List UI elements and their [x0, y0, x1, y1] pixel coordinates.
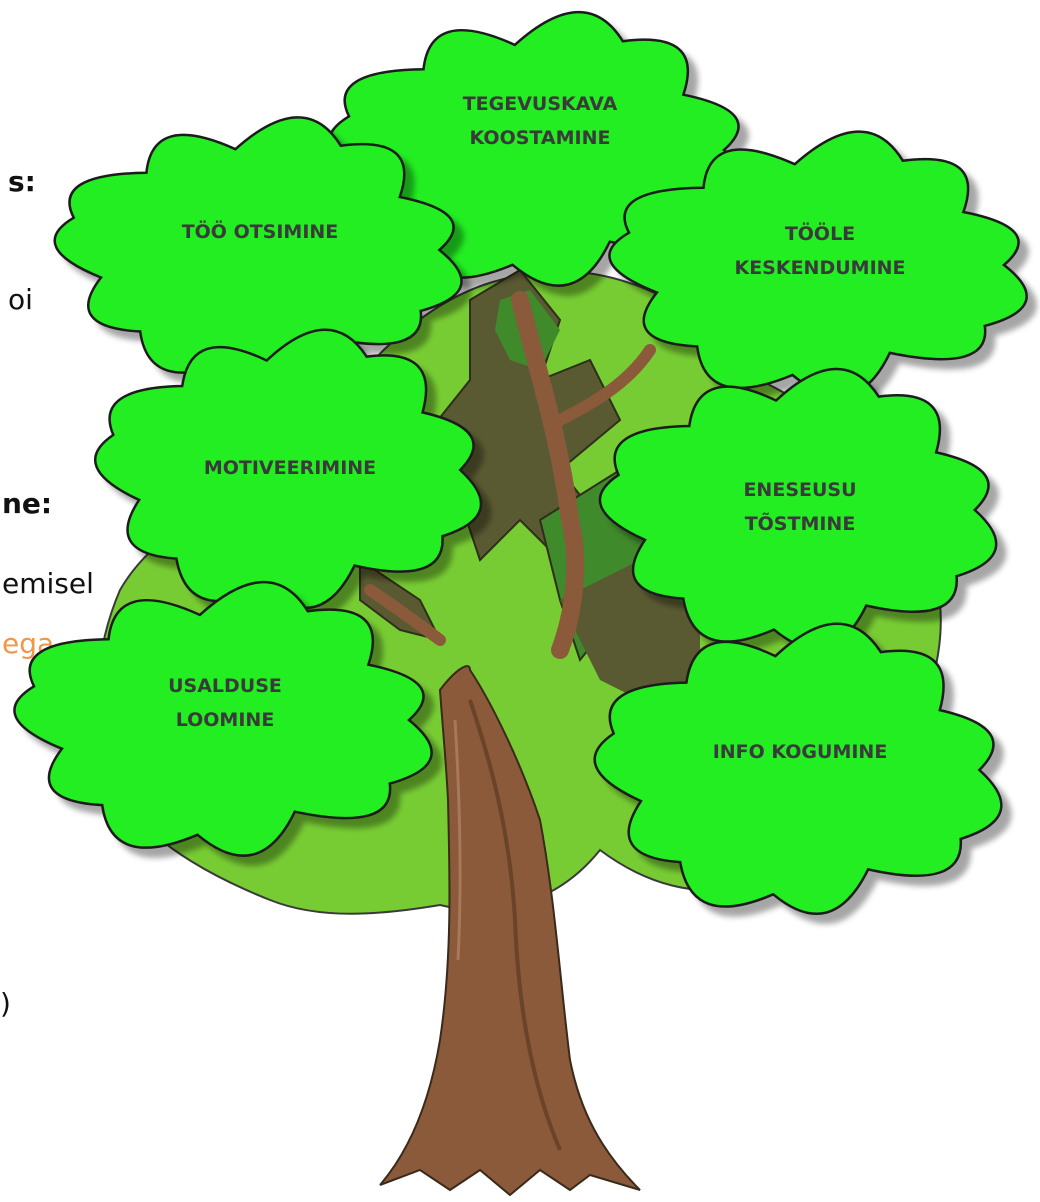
cloud-eneseusu-tostmine: ENESEUSU TÕSTMINE: [598, 367, 998, 650]
cloud-info-kogumine: INFO KOGUMINE: [593, 622, 1003, 915]
cloud-label-toole-keskendumine-2: KESKENDUMINE: [734, 257, 905, 279]
cloud-shape: [53, 116, 463, 382]
cloud-motiveerimine: MOTIVEERIMINE: [94, 328, 483, 610]
cloud-usalduse-loomine: USALDUSE LOOMINE: [13, 580, 433, 857]
cloud-group: TEGEVUSKAVA KOOSTAMINE TÖÖ OTSIMINE TÖÖLE KE…: [13, 10, 1028, 915]
background-text-line-4: emisel: [2, 567, 94, 600]
cloud-label-info-kogumine-1: INFO KOGUMINE: [713, 741, 888, 763]
background-text-heading-2: ne:: [2, 487, 53, 520]
cloud-label-too-otsimine-1: TÖÖ OTSIMINE: [182, 219, 339, 243]
cloud-label-eneseusu-tostmine-2: TÕSTMINE: [745, 511, 856, 535]
cloud-label-tegevuskava-2: KOOSTAMINE: [470, 127, 611, 149]
cloud-shape: [608, 130, 1028, 398]
cloud-label-toole-keskendumine-1: TÖÖLE: [785, 221, 855, 245]
cloud-label-eneseusu-tostmine-1: ENESEUSU: [743, 479, 856, 501]
background-text-heading-1: s:: [8, 165, 36, 198]
cloud-label-usalduse-loomine-2: LOOMINE: [176, 709, 275, 731]
cloud-toole-keskendumine: TÖÖLE KESKENDUMINE: [608, 130, 1028, 398]
cloud-shape: [94, 328, 483, 610]
cloud-label-usalduse-loomine-1: USALDUSE: [168, 675, 282, 697]
cloud-too-otsimine: TÖÖ OTSIMINE: [53, 116, 463, 382]
cloud-shape: [598, 367, 998, 650]
cloud-shape: [593, 622, 1003, 915]
background-text-line-2: oi: [8, 283, 33, 316]
cloud-label-motiveerimine-1: MOTIVEERIMINE: [204, 457, 376, 479]
cloud-label-tegevuskava-1: TEGEVUSKAVA: [463, 93, 618, 115]
tree-trunk: [379, 665, 641, 1197]
cloud-shape: [13, 580, 433, 857]
background-text-line-6: ): [0, 987, 11, 1020]
